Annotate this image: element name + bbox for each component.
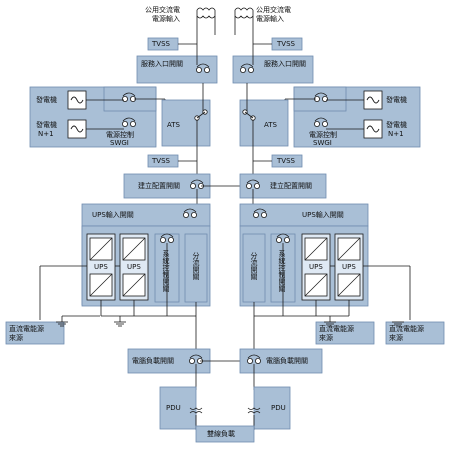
left-ups2-label: UPS [127, 263, 141, 271]
right-system-control-label: 系統控制開關 [278, 250, 286, 292]
left-computer-load-switch-label: 電腦負載開關 [132, 357, 174, 365]
right-dc-source-box-1 [315, 321, 375, 345]
left-bypass-label: 分流開關 [192, 252, 200, 280]
right-power-control-label-line2: SWGI [313, 139, 332, 147]
left-tvss2-label: TVSS [152, 157, 170, 165]
left-service-breaker-box [136, 55, 218, 84]
right-generator-label: 發電機 [386, 96, 407, 104]
right-utility-label-line2: 電源輸入 [256, 15, 284, 23]
right-distribution-switch-label: 建立配置開關 [270, 182, 312, 190]
left-pdu-transformer-icon [189, 407, 203, 414]
left-power-control-label-line2: SWGI [110, 139, 129, 147]
left-tvss-label: TVSS [152, 40, 170, 48]
left-ups-module-2 [119, 233, 149, 301]
right-pdu-label: PDU [271, 404, 286, 412]
right-computer-load-switch-label: 電腦負載開關 [266, 357, 308, 365]
left-ats-label: ATS [167, 121, 180, 129]
right-service-breaker-box [232, 55, 314, 84]
left-distribution-switch-label: 建立配置開關 [138, 182, 180, 190]
left-ats-box [161, 99, 211, 147]
right-ups-module-2 [334, 233, 364, 301]
right-ats-label: ATS [264, 121, 277, 129]
left-generator-n1-label-line2: N+1 [38, 130, 54, 138]
right-dc-source2-label-line2: 來源 [389, 334, 403, 342]
right-transformer-icon [234, 7, 254, 35]
right-tvss-label: TVSS [277, 40, 295, 48]
left-generator-sine-icon [67, 90, 87, 110]
left-branch [5, 7, 243, 430]
right-generator-n1-sine-icon [363, 119, 383, 139]
left-service-breaker-label: 服務入口開關 [141, 60, 183, 68]
right-bypass-label: 分流開關 [250, 252, 258, 280]
left-dc-source-label-line2: 來源 [9, 334, 23, 342]
right-ups-input-switch-label: UPS輸入開關 [302, 211, 344, 219]
right-dc-source-box-2 [385, 321, 445, 345]
left-power-control-label-line1: 電源控制 [106, 131, 134, 139]
left-dc-source-label-line1: 直流電能源 [9, 325, 44, 333]
left-utility-label-line2: 電源輸入 [152, 15, 180, 23]
right-dc-source1-label-line2: 來源 [319, 334, 333, 342]
right-ats-box [239, 99, 289, 147]
right-dc-source1-label-line1: 直流電能源 [319, 325, 354, 333]
right-ups1-label: UPS [309, 263, 323, 271]
left-ups-input-switch-label: UPS輸入開關 [92, 211, 134, 219]
left-generator-n1-label-line1: 發電機 [36, 121, 57, 129]
right-utility-label-line1: 公用交流電 [256, 6, 291, 14]
right-branch [232, 7, 445, 430]
dual-load-label: 雙線負載 [207, 430, 235, 438]
dual-load-box [195, 425, 255, 443]
right-ups2-label: UPS [342, 263, 356, 271]
right-power-control-label-line1: 電源控制 [309, 131, 337, 139]
right-generator-n1-label-line2: N+1 [388, 130, 404, 138]
left-system-control-label: 系統控制開關 [162, 250, 170, 292]
right-service-breaker-label: 服務入口開關 [264, 60, 306, 68]
left-transformer-icon [196, 7, 216, 35]
left-ups1-label: UPS [94, 263, 108, 271]
right-tvss2-label: TVSS [277, 157, 295, 165]
left-pdu-label: PDU [166, 404, 181, 412]
right-generator-sine-icon [363, 90, 383, 110]
left-dc-source-box [5, 321, 65, 345]
right-pdu-transformer-icon [247, 407, 261, 414]
right-dc-source2-label-line1: 直流電能源 [389, 325, 424, 333]
left-utility-label-line1: 公用交流電 [145, 6, 180, 14]
left-generator-n1-sine-icon [67, 119, 87, 139]
left-generator-label: 發電機 [36, 96, 57, 104]
right-generator-n1-label-line1: 發電機 [386, 121, 407, 129]
